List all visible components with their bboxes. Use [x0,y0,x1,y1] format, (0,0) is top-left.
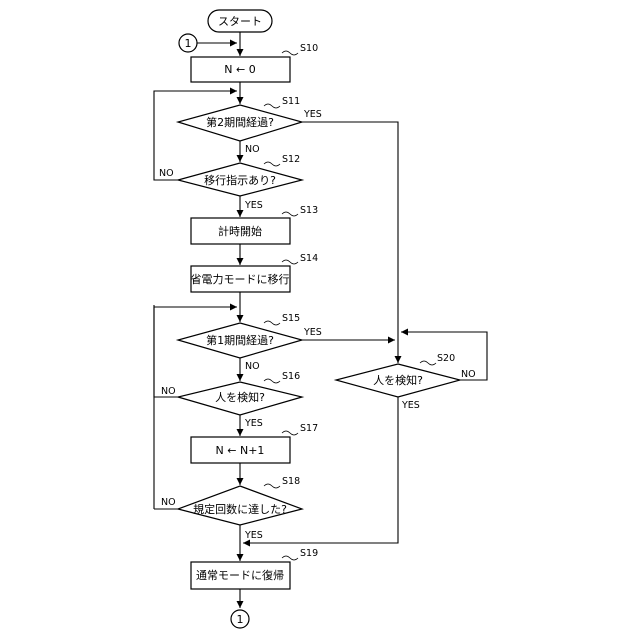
s19-id: S19 [300,548,318,559]
connector-top-label: 1 [185,37,192,50]
s12-id: S12 [282,154,300,165]
s19-text: 通常モードに復帰 [196,569,284,582]
s16-id: S16 [282,371,300,382]
s12-yes: YES [244,200,263,211]
s13-text: 計時開始 [218,224,262,238]
s11-no: NO [245,144,260,155]
s20-no: NO [461,369,476,380]
s16-yes: YES [244,418,263,429]
process-s19: 通常モードに復帰 S19 [191,548,318,589]
process-s17: N ← N+1 S17 [191,423,318,463]
s20-id: S20 [437,353,455,364]
decision-s16: 人を検知? S16 NO YES [161,371,302,429]
s11-yes: YES [303,109,322,120]
decision-s12: 移行指示あり? S12 NO YES [159,154,302,211]
s13-id: S13 [300,205,318,216]
s10-text: N ← 0 [224,63,255,76]
s17-text: N ← N+1 [216,444,265,457]
s12-no: NO [159,168,174,179]
s15-yes: YES [303,327,322,338]
decision-s15: 第1期間経過? S15 YES NO [178,313,322,372]
s20-yes: YES [401,400,420,411]
s15-text: 第1期間経過? [206,333,274,347]
s18-yes: YES [244,530,263,541]
process-s10: N ← 0 S10 [191,43,318,82]
s18-id: S18 [282,476,300,487]
s14-id: S14 [300,253,318,264]
s12-text: 移行指示あり? [204,173,276,187]
decision-s20: 人を検知? S20 NO YES [336,353,476,411]
decision-s18: 規定回数に達した? S18 NO YES [161,476,302,541]
decision-s11: 第2期間経過? S11 YES NO [178,96,322,155]
connector-bottom: 1 [231,610,249,628]
s10-id: S10 [300,43,318,54]
s18-no: NO [161,497,176,508]
process-s14: 省電力モードに移行 S14 [191,253,319,292]
s18-text: 規定回数に達した? [193,502,287,516]
s15-no: NO [245,361,260,372]
start-terminal: スタート [208,10,272,32]
connector-bottom-label: 1 [237,613,244,626]
s16-text: 人を検知? [215,390,265,404]
s11-id: S11 [282,96,300,107]
s11-text: 第2期間経過? [206,115,274,129]
s14-text: 省電力モードに移行 [191,273,290,286]
start-label: スタート [218,15,262,28]
connector-top: 1 [179,34,197,52]
s15-id: S15 [282,313,300,324]
s16-no: NO [161,386,176,397]
s20-text: 人を検知? [373,373,423,387]
s17-id: S17 [300,423,318,434]
